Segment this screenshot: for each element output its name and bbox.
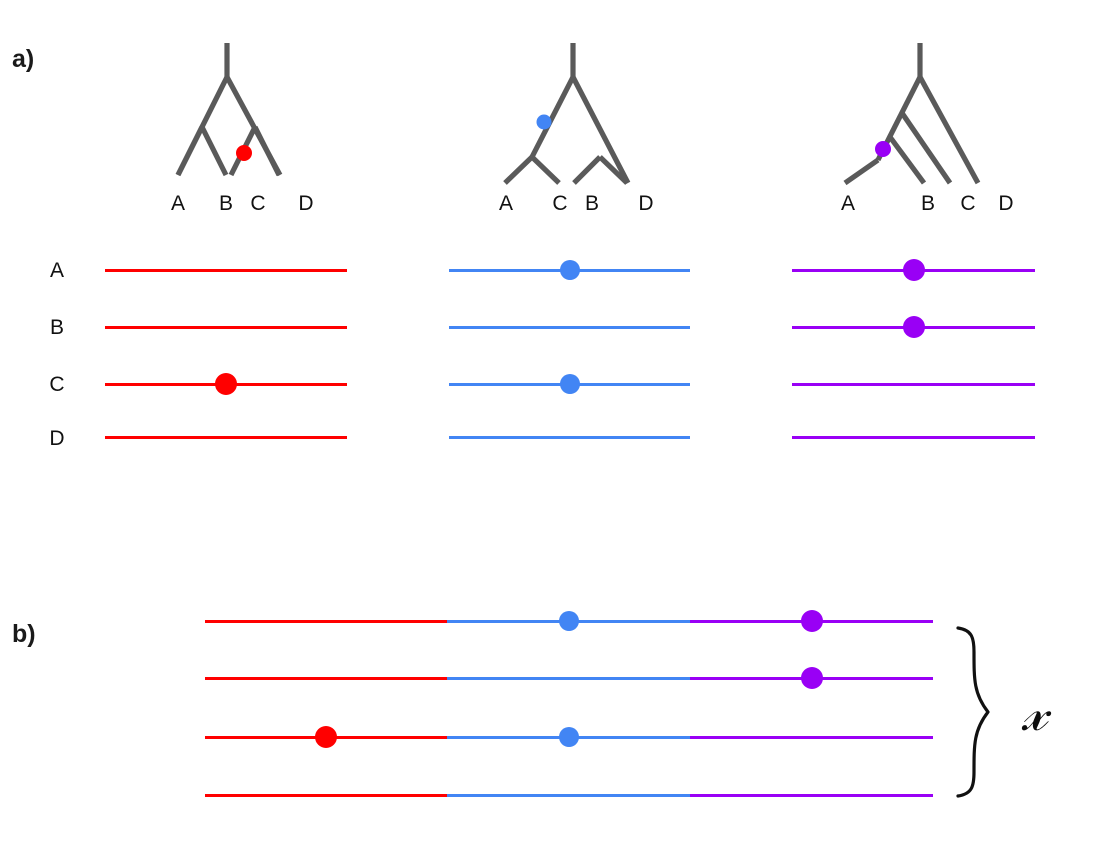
mutation-dot-purple-A <box>902 259 925 281</box>
tree-branch-tip-D <box>252 125 282 177</box>
blue-tree <box>503 43 631 185</box>
purple-tree-tip-label-A: A <box>840 192 855 215</box>
brace-path <box>956 626 990 798</box>
blue-tree-tip-label-C: C <box>552 192 568 215</box>
brace <box>956 626 990 798</box>
blue-tree-branches <box>503 43 631 185</box>
tree-branch-tip-A <box>503 155 534 185</box>
mutation-dot-purple-B <box>800 667 823 689</box>
mutation-dot-red-C <box>315 726 337 748</box>
sequence-line-red-D <box>205 793 447 797</box>
mutation-dot-blue-A <box>558 611 579 631</box>
sequence-line-purple-C <box>690 735 933 739</box>
mutation-dot-blue-C <box>559 374 580 394</box>
purple-tree-tip-label-C: C <box>960 192 976 215</box>
tree-branch-tip-C <box>899 111 953 185</box>
red-tree-tip-label-A: A <box>170 192 185 215</box>
mutation-dot-purple-A <box>800 610 823 632</box>
tree-branch-right-internal <box>570 75 631 185</box>
tree-branch-tip-C <box>530 155 561 185</box>
tree-branch-tip-A <box>175 125 205 177</box>
red-tree-tip-label-C: C <box>250 192 266 215</box>
red-tree-tip-label-B: B <box>218 192 233 215</box>
panel-a-row-label-D: D <box>49 427 65 450</box>
purple-tree-mutation-marker <box>875 141 891 157</box>
red-tree-tip-label-D: D <box>298 192 314 215</box>
tree-branch-tip-D <box>917 75 981 185</box>
red-tree-branches <box>175 43 283 177</box>
purple-tree-branches <box>843 43 981 186</box>
mutation-dot-purple-B <box>902 316 925 338</box>
red-tree-mutation-marker <box>236 145 252 161</box>
panel-b-label: b) <box>12 620 36 648</box>
red-tree <box>175 43 283 177</box>
tree-branch-tip-A <box>843 157 880 186</box>
mutation-dot-blue-C <box>558 727 579 747</box>
tree-branch-tip-B <box>199 125 229 177</box>
sequence-line-red-A <box>205 619 447 623</box>
sequence-line-purple-D <box>690 793 933 797</box>
mutation-dot-red-C <box>215 373 237 395</box>
panel-a-label: a) <box>12 45 35 73</box>
blue-tree-mutation-marker <box>536 114 552 130</box>
panel-a-row-label-A: A <box>49 259 64 282</box>
tree-branch-tip-B <box>572 155 602 185</box>
brace-label-x: 𝓍 <box>1022 682 1048 742</box>
blue-tree-tip-label-A: A <box>498 192 513 215</box>
tree-branch-tip-B <box>887 135 927 185</box>
tree-branch-tip-D <box>598 155 629 185</box>
sequence-line-blue-D <box>447 793 690 797</box>
sequence-line-blue-B <box>449 325 690 329</box>
mutation-dot-blue-A <box>559 260 580 280</box>
blue-tree-tip-label-D: D <box>638 192 654 215</box>
purple-tree <box>843 43 981 186</box>
purple-tree-tip-label-B: B <box>920 192 935 215</box>
sequence-line-red-D <box>105 435 347 439</box>
sequence-line-blue-D <box>449 435 690 439</box>
sequence-line-purple-C <box>792 382 1035 386</box>
sequence-line-blue-B <box>447 676 690 680</box>
sequence-line-purple-D <box>792 435 1035 439</box>
blue-tree-tip-label-B: B <box>584 192 599 215</box>
purple-tree-tip-label-D: D <box>998 192 1014 215</box>
sequence-line-red-B <box>205 676 447 680</box>
panel-a-row-label-B: B <box>49 316 64 339</box>
sequence-line-red-A <box>105 268 347 272</box>
sequence-line-red-B <box>105 325 347 329</box>
tree-branch-left-internal <box>529 75 576 159</box>
panel-a-row-label-C: C <box>49 373 65 396</box>
